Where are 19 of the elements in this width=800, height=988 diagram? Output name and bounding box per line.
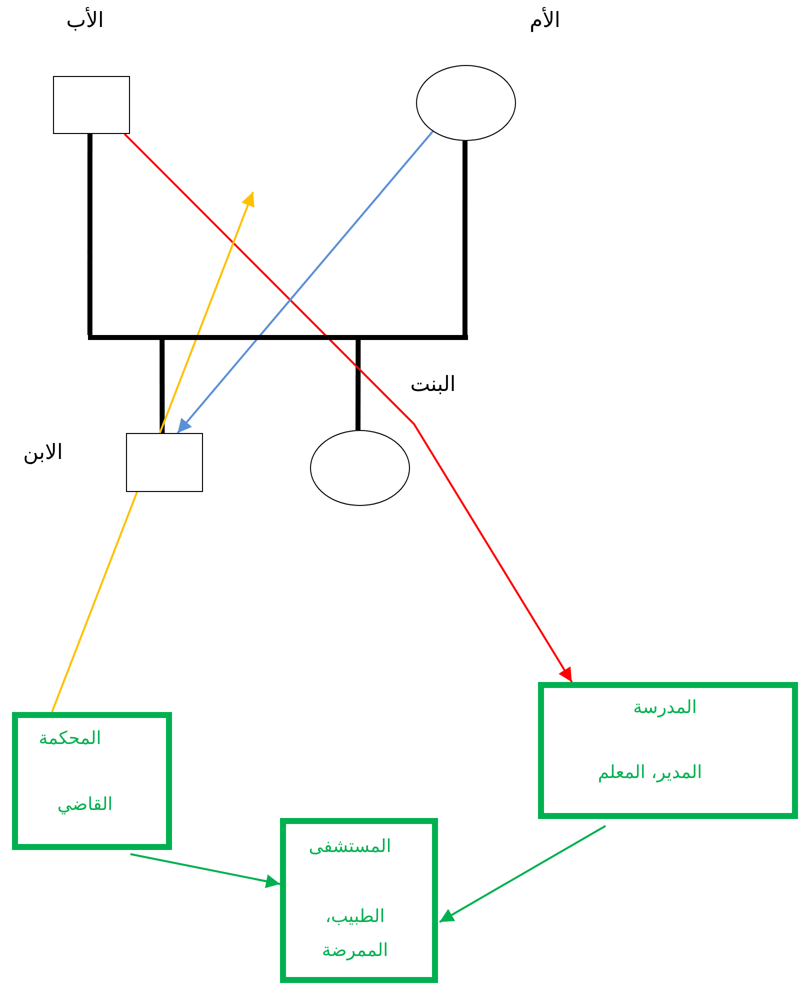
family-line [160,340,165,433]
institution-name: المدرسة [632,697,698,719]
arrow [51,192,254,712]
member-label: البنت [409,372,457,398]
arrow [176,130,434,434]
family-line [356,340,361,430]
institution-name: المستشفى [308,836,392,858]
member-label: الأم [528,8,562,34]
member-label: الأب [65,8,105,34]
role-text: الطبيب، الممرضة [320,905,390,964]
role-text: المدير، المعلم [596,762,704,784]
arrow [439,824,606,923]
arrow [130,853,280,888]
family-line [462,141,468,335]
role-text: القاضي [56,794,114,816]
institution-name: المحكمة [38,728,102,750]
arrow [124,133,573,683]
member-label: الابن [22,440,64,466]
family-line [87,134,92,335]
